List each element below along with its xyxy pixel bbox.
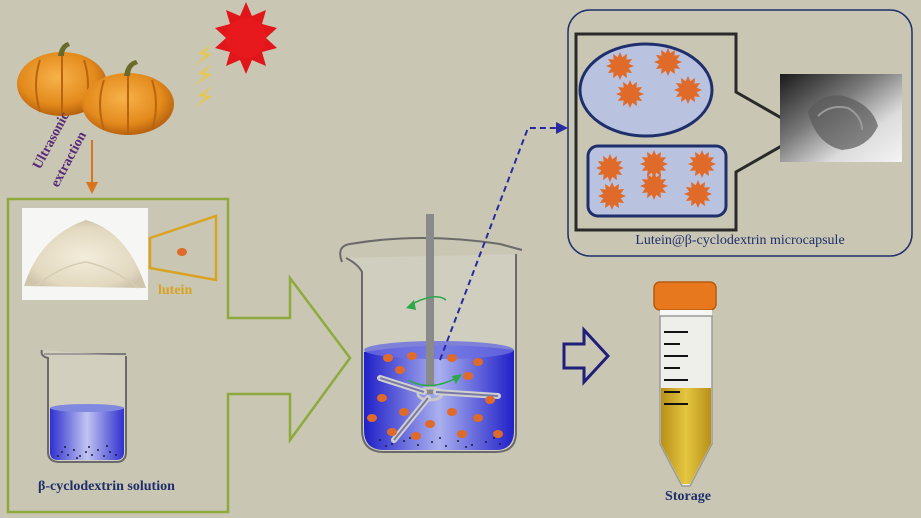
pumpkin-icon bbox=[82, 60, 174, 135]
lutein-star bbox=[616, 80, 644, 108]
sediment-dots bbox=[379, 437, 501, 448]
lutein-powder-photo bbox=[22, 208, 148, 300]
lutein-star bbox=[606, 52, 634, 80]
sediment-dots bbox=[57, 445, 117, 459]
process-arrow bbox=[562, 326, 611, 386]
lutein-star-particles bbox=[596, 48, 716, 210]
green-arrow-outline bbox=[6, 197, 352, 514]
microcapsule-label: Lutein@β-cyclodextrin microcapsule bbox=[635, 233, 844, 248]
stirrer-icon bbox=[377, 214, 501, 443]
zoom-dashed-line bbox=[439, 122, 568, 361]
zoom-callout-frame bbox=[574, 32, 810, 232]
microcapsule-panel bbox=[567, 9, 913, 257]
beaker-icon bbox=[40, 349, 127, 463]
lutein-callout bbox=[148, 214, 218, 282]
lutein-star bbox=[640, 172, 668, 200]
lutein-star bbox=[640, 150, 668, 178]
graduation-marks bbox=[664, 331, 688, 405]
lightning-icon bbox=[194, 44, 212, 108]
down-arrow bbox=[86, 140, 98, 194]
lutein-star bbox=[688, 150, 716, 178]
rotation-arrow bbox=[406, 296, 462, 387]
cyclodextrin-solution-label: β-cyclodextrin solution bbox=[38, 479, 175, 494]
storage-label: Storage bbox=[665, 489, 711, 504]
lutein-star bbox=[674, 76, 702, 104]
lutein-star bbox=[684, 180, 712, 208]
lutein-label: lutein bbox=[158, 283, 192, 298]
lutein-particles bbox=[367, 352, 503, 440]
sun-icon bbox=[215, 2, 277, 74]
lutein-star bbox=[598, 182, 626, 210]
lutein-star bbox=[654, 48, 682, 76]
lutein-star bbox=[596, 154, 624, 182]
sem-micrograph bbox=[780, 74, 902, 162]
centrifuge-tube-icon bbox=[653, 281, 717, 487]
